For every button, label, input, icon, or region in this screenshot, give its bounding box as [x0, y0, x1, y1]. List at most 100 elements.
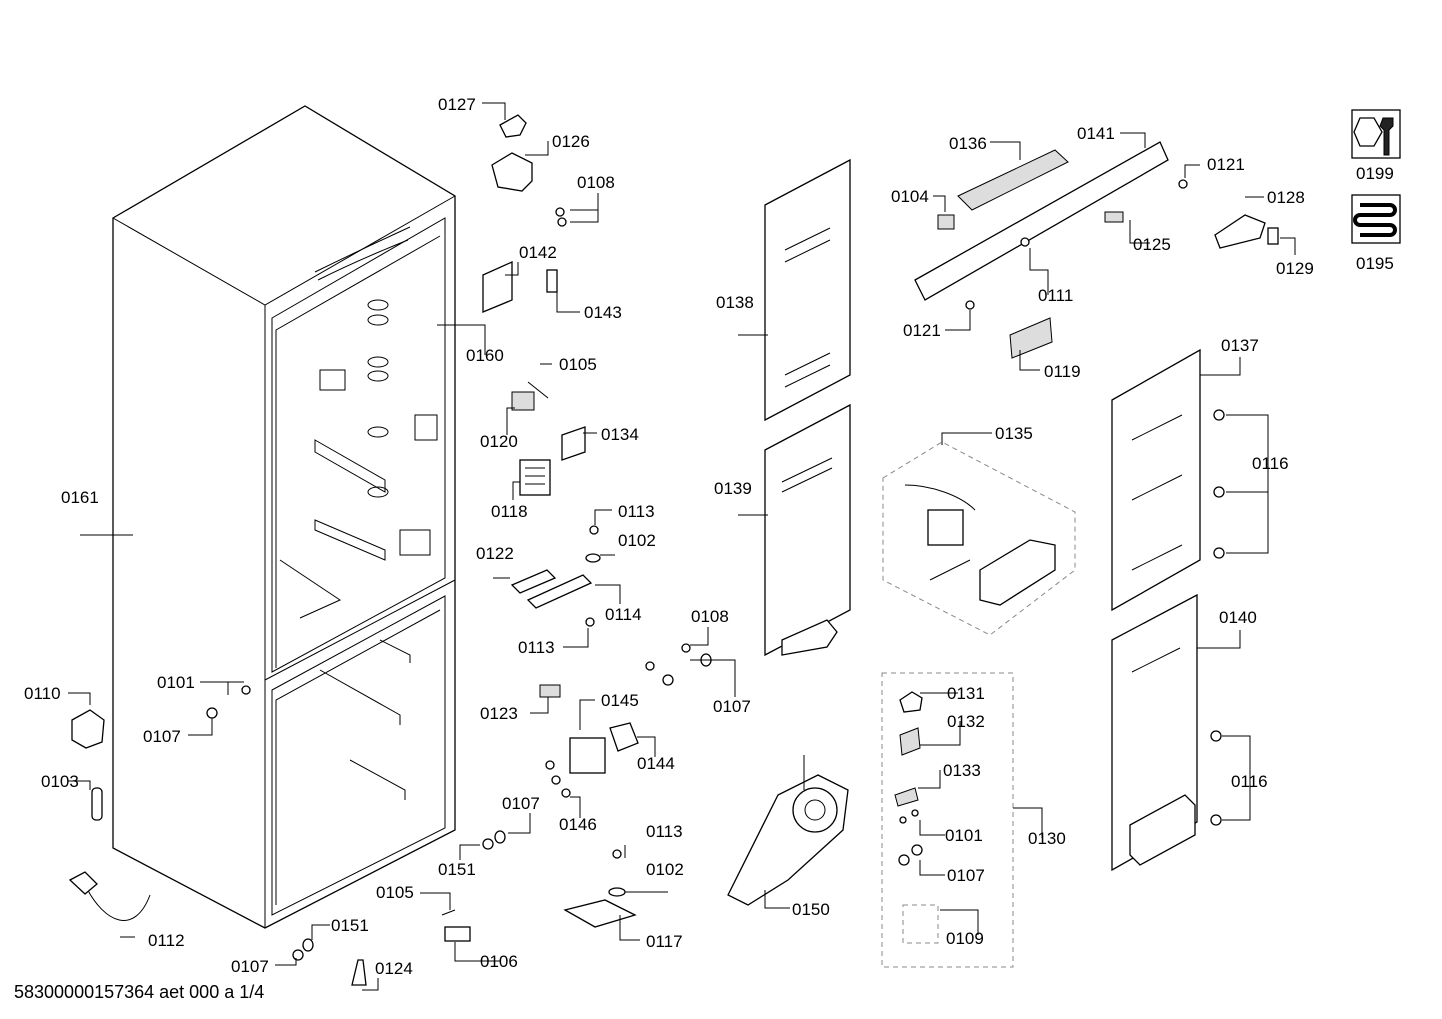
part-0120 [511, 391, 535, 411]
label-0134: 0134 [601, 425, 639, 444]
door-panels [764, 158, 1225, 872]
top-rail-parts [914, 141, 1279, 359]
assembly-0130 [881, 672, 1014, 968]
label-0120: 0120 [480, 432, 518, 451]
part-0127 [499, 114, 527, 138]
label-0126: 0126 [552, 132, 590, 151]
label-0103: 0103 [41, 772, 79, 791]
icon-0199-wrench [1351, 109, 1401, 159]
label-0140: 0140 [1219, 608, 1257, 627]
label-0151-b: 0151 [331, 916, 369, 935]
label-0113: 0113 [618, 502, 655, 521]
label-0137: 0137 [1221, 336, 1259, 355]
label-0135: 0135 [995, 424, 1033, 443]
part-0142 [482, 260, 513, 313]
label-0102-b: 0102 [646, 860, 684, 879]
label-0101-b: 0101 [945, 826, 983, 845]
part-0145 [569, 737, 606, 774]
part-0118 [519, 459, 551, 496]
label-0127: 0127 [438, 95, 476, 114]
icon-0195-coil [1351, 194, 1401, 244]
part-0106 [444, 926, 471, 942]
label-0116-b: 0116 [1231, 772, 1268, 791]
label-0146: 0146 [559, 815, 597, 834]
label-0143: 0143 [584, 303, 622, 322]
label-0107-e: 0107 [947, 866, 985, 885]
label-0122: 0122 [476, 544, 514, 563]
panel-0138 [764, 158, 851, 422]
label-0160: 0160 [466, 346, 504, 365]
part-0124 [351, 959, 367, 986]
label-0136: 0136 [949, 134, 987, 153]
label-0108: 0108 [577, 173, 615, 192]
part-0112 [84, 884, 151, 921]
label-0117: 0117 [646, 932, 683, 951]
label-0123: 0123 [480, 704, 518, 723]
label-0132: 0132 [947, 712, 985, 731]
cabinet-0161 [112, 105, 456, 929]
label-0107-b: 0107 [502, 794, 540, 813]
part-0128 [1214, 214, 1266, 249]
part-0114 [526, 574, 593, 609]
part-0131 [899, 691, 923, 713]
label-0105: 0105 [559, 355, 597, 374]
assembly-0135 [882, 441, 1076, 636]
label-0118: 0118 [491, 502, 528, 521]
part-0143 [546, 269, 558, 293]
label-0116: 0116 [1252, 454, 1289, 473]
label-0102: 0102 [618, 531, 656, 550]
label-0141: 0141 [1077, 124, 1115, 143]
part-0144 [609, 722, 639, 752]
part-0134 [561, 426, 586, 461]
part-0135-box [927, 509, 964, 546]
label-0113-c: 0113 [646, 822, 683, 841]
label-0114: 0114 [605, 605, 642, 624]
label-0121: 0121 [1207, 155, 1245, 174]
label-0161: 0161 [61, 488, 99, 507]
label-0113-b: 0113 [518, 638, 555, 657]
label-0150: 0150 [792, 900, 830, 919]
label-0108-b: 0108 [691, 607, 729, 626]
label-0138: 0138 [716, 293, 754, 312]
label-0124: 0124 [375, 959, 413, 978]
label-0105-b: 0105 [376, 883, 414, 902]
label-0106: 0106 [480, 952, 518, 971]
part-0125 [1104, 211, 1124, 223]
fan-0150 [727, 755, 849, 906]
part-0129 [1267, 227, 1279, 245]
label-0142: 0142 [519, 243, 557, 262]
label-0125: 0125 [1133, 235, 1171, 254]
label-0121-b: 0121 [903, 321, 941, 340]
panel-0137 [1111, 348, 1201, 612]
label-0131: 0131 [947, 684, 985, 703]
label-0119: 0119 [1044, 362, 1081, 381]
leader-lines [68, 102, 1296, 991]
part-0117 [563, 899, 637, 928]
label-0139: 0139 [714, 479, 752, 498]
label-0107-d: 0107 [143, 727, 181, 746]
label-0130: 0130 [1028, 829, 1066, 848]
part-0136 [957, 149, 1069, 211]
label-0144: 0144 [637, 754, 675, 773]
parts-column-2 [68, 114, 712, 986]
part-0133 [894, 787, 919, 807]
label-0107: 0107 [713, 697, 751, 716]
label-0151: 0151 [438, 860, 476, 879]
label-0111: 0111 [1038, 286, 1073, 305]
label-0195: 0195 [1356, 254, 1394, 273]
part-0119 [1009, 317, 1053, 359]
panel-0139 [764, 403, 851, 657]
part-0132 [899, 727, 921, 756]
part-labels: 0127 0126 0108 0142 0143 0160 0161 0105 … [24, 95, 1394, 978]
label-0199: 0199 [1356, 164, 1394, 183]
part-0122 [510, 569, 557, 594]
label-0110: 0110 [24, 684, 61, 703]
part-0123 [539, 684, 561, 698]
part-0126 [491, 152, 533, 192]
label-0133: 0133 [943, 761, 981, 780]
part-0104 [937, 214, 955, 230]
label-0104: 0104 [891, 187, 929, 206]
label-0145: 0145 [601, 691, 639, 710]
label-0107-c: 0107 [231, 957, 269, 976]
